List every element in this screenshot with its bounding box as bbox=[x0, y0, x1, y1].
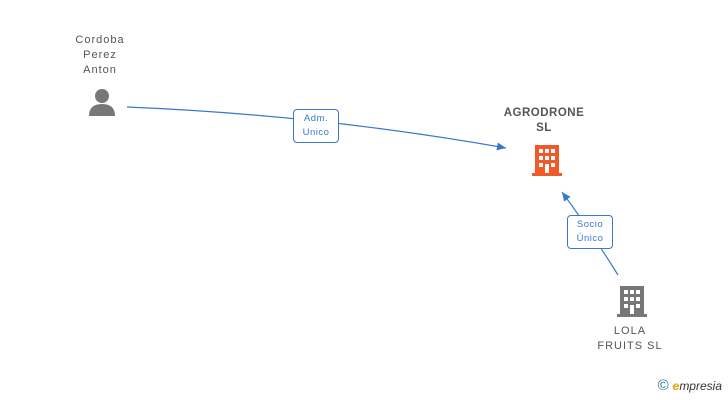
person-name[interactable]: Cordoba Perez Anton bbox=[75, 34, 125, 76]
building-icon[interactable] bbox=[532, 143, 562, 177]
edge-label-socio-unico: Socio Único bbox=[567, 215, 613, 249]
edge-label-adm-unico: Adm. Unico bbox=[293, 109, 339, 143]
person-icon[interactable] bbox=[87, 87, 117, 117]
copyright-icon: © bbox=[657, 377, 669, 394]
footer-brand: © empresia bbox=[658, 377, 722, 394]
company-owner-name[interactable]: LOLA FRUITS SL bbox=[597, 325, 663, 352]
building-icon[interactable] bbox=[617, 284, 647, 318]
company-main-name[interactable]: AGRODRONE SL bbox=[503, 107, 585, 134]
brand-logo: empresia bbox=[672, 378, 722, 393]
